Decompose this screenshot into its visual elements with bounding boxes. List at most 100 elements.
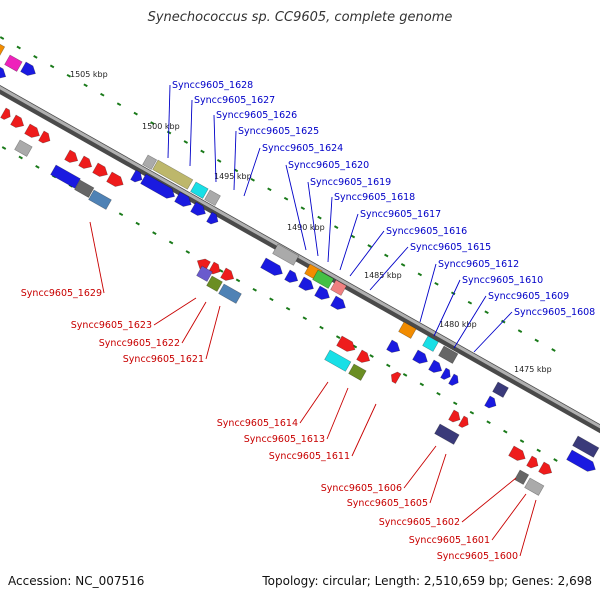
reverse-gene-label[interactable]: Syncc9605_1602 (379, 517, 460, 528)
gene-feature[interactable] (0, 65, 8, 81)
gene-feature[interactable] (440, 367, 453, 382)
gene-feature[interactable] (78, 155, 95, 171)
forward-gene-label[interactable]: Syncc9605_1610 (462, 275, 543, 286)
gene-feature[interactable] (492, 381, 509, 398)
gene-feature[interactable] (330, 279, 347, 296)
gene-feature[interactable] (0, 41, 6, 57)
gene-feature[interactable] (24, 123, 43, 140)
gene-feature[interactable] (220, 267, 237, 283)
gene-feature[interactable] (448, 409, 463, 424)
gene-feature[interactable] (74, 179, 95, 198)
gene-feature[interactable] (20, 61, 39, 78)
gene-feature[interactable] (50, 164, 81, 189)
gene-feature[interactable] (438, 345, 459, 364)
gene-feature[interactable] (272, 243, 300, 266)
gene-feature[interactable] (389, 370, 402, 384)
gene-feature[interactable] (140, 173, 178, 201)
reverse-gene-label[interactable]: Syncc9605_1605 (347, 498, 428, 509)
gene-feature[interactable] (10, 114, 27, 130)
gene-feature[interactable] (348, 363, 367, 381)
gene-feature[interactable] (566, 449, 599, 474)
gene-feature[interactable] (428, 359, 445, 375)
reverse-gene-label[interactable]: Syncc9605_1621 (123, 354, 204, 365)
gene-feature[interactable] (484, 395, 499, 410)
gene-feature[interactable] (538, 461, 555, 477)
forward-gene-label[interactable]: Syncc9605_1620 (288, 160, 369, 171)
gene-feature[interactable] (526, 455, 541, 470)
gene-feature[interactable] (64, 149, 81, 165)
gene-feature[interactable] (4, 54, 23, 72)
reverse-gene-label[interactable]: Syncc9605_1606 (321, 483, 402, 494)
gene-feature[interactable] (14, 139, 33, 157)
gene-feature[interactable] (130, 169, 145, 184)
reverse-gene-label[interactable]: Syncc9605_1611 (269, 451, 350, 462)
reverse-gene-label[interactable]: Syncc9605_1601 (409, 535, 490, 546)
forward-gene-label[interactable]: Syncc9605_1626 (216, 110, 297, 121)
gene-feature[interactable] (204, 189, 221, 206)
gene-feature[interactable] (152, 159, 194, 190)
forward-gene-label[interactable]: Syncc9605_1619 (310, 177, 391, 188)
gene-feature[interactable] (572, 435, 600, 458)
gene-feature[interactable] (218, 283, 242, 304)
gene-feature[interactable] (38, 130, 53, 145)
gene-feature[interactable] (206, 211, 221, 226)
gene-feature[interactable] (208, 261, 223, 276)
reverse-gene-label[interactable]: Syncc9605_1629 (21, 288, 102, 299)
forward-gene-label[interactable]: Syncc9605_1615 (410, 242, 491, 253)
gene-feature[interactable] (422, 335, 439, 352)
gene-feature[interactable] (508, 445, 528, 463)
gene-feature[interactable] (92, 162, 111, 179)
reverse-gene-label[interactable]: Syncc9605_1600 (437, 551, 518, 562)
gene-feature[interactable] (448, 373, 461, 388)
gene-feature[interactable] (324, 349, 352, 372)
genes-layer[interactable] (0, 41, 600, 496)
gene-feature[interactable] (206, 275, 223, 292)
reverse-gene-label-leader (351, 403, 377, 457)
gene-feature[interactable] (356, 349, 373, 365)
reverse-gene-label[interactable]: Syncc9605_1622 (99, 338, 180, 349)
gene-feature[interactable] (434, 423, 460, 445)
gene-feature[interactable] (398, 321, 417, 339)
gene-feature[interactable] (142, 154, 158, 170)
gene-feature[interactable] (524, 477, 545, 496)
gene-feature[interactable] (458, 415, 471, 430)
forward-gene-label[interactable]: Syncc9605_1608 (514, 307, 595, 318)
gene-feature[interactable] (190, 181, 209, 199)
reverse-gene-label[interactable]: Syncc9605_1614 (217, 418, 298, 429)
gene-feature[interactable] (336, 335, 358, 354)
forward-gene-label[interactable]: Syncc9605_1624 (262, 143, 343, 154)
forward-gene-label[interactable]: Syncc9605_1617 (360, 209, 441, 220)
gene-feature[interactable] (330, 295, 349, 312)
gene-feature[interactable] (190, 201, 209, 218)
tick-mark-upper (400, 263, 406, 267)
tick-mark-lower (185, 250, 191, 254)
gene-feature[interactable] (260, 257, 286, 278)
gene-feature[interactable] (314, 285, 333, 302)
forward-gene-label[interactable]: Syncc9605_1616 (386, 226, 467, 237)
tick-mark-lower (452, 401, 458, 406)
gene-feature[interactable] (0, 107, 13, 122)
forward-gene-label[interactable]: Syncc9605_1612 (438, 259, 519, 270)
forward-gene-label[interactable]: Syncc9605_1618 (334, 192, 415, 203)
forward-gene-label-leader (285, 164, 307, 251)
gene-feature[interactable] (312, 269, 335, 289)
gene-feature[interactable] (514, 469, 530, 485)
forward-gene-label[interactable]: Syncc9605_1609 (488, 291, 569, 302)
forward-gene-label[interactable]: Syncc9605_1627 (194, 95, 275, 106)
forward-gene-label-leader (167, 84, 171, 159)
tick-mark-upper (434, 281, 439, 286)
forward-gene-label[interactable]: Syncc9605_1625 (238, 126, 319, 137)
gene-feature[interactable] (106, 171, 126, 189)
gene-labels-layer[interactable]: Syncc9605_1628Syncc9605_1627Syncc9605_16… (21, 80, 595, 562)
gene-feature[interactable] (174, 191, 194, 209)
reverse-gene-label[interactable]: Syncc9605_1623 (71, 320, 152, 331)
gene-feature[interactable] (412, 349, 431, 366)
gene-feature[interactable] (298, 276, 317, 293)
gene-feature[interactable] (386, 339, 403, 355)
forward-gene-label[interactable]: Syncc9605_1628 (172, 80, 253, 91)
gene-feature[interactable] (88, 189, 112, 210)
gene-feature[interactable] (196, 265, 213, 282)
reverse-gene-label[interactable]: Syncc9605_1613 (244, 434, 325, 445)
gene-feature[interactable] (284, 269, 301, 285)
